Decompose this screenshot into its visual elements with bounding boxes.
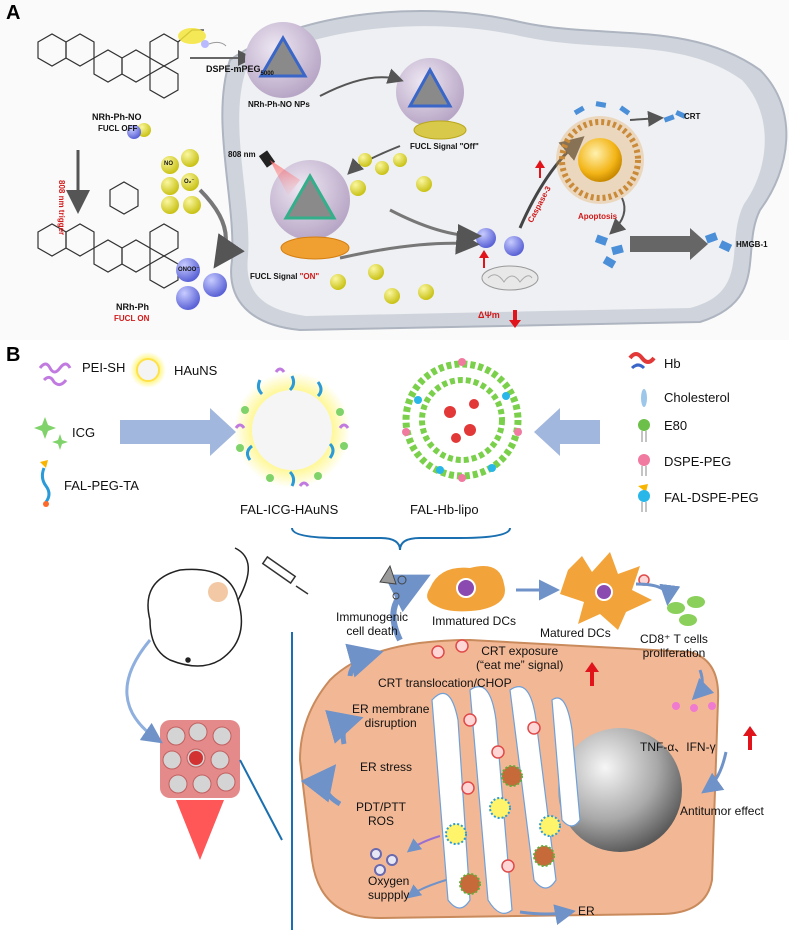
- hmgb-release-arrow: [630, 228, 708, 260]
- t-cells: [667, 596, 705, 626]
- crt-particles: [431, 574, 650, 873]
- legend-dspe-peg: DSPE-PEG: [664, 454, 732, 469]
- increase-markers: [479, 160, 757, 750]
- apoptosis-label: Apoptosis: [578, 212, 618, 221]
- fucl-on-label: FUCL ON: [114, 314, 150, 323]
- hmgb-markers: [594, 232, 733, 269]
- syringe-icon: [261, 555, 309, 595]
- er-network: [431, 686, 581, 914]
- antitumor-label: Antitumor effect: [680, 804, 764, 818]
- panel-b-letter: B: [6, 344, 21, 366]
- np-in-cell: [445, 765, 561, 895]
- e80-icon: [638, 419, 650, 442]
- mitochondrion-icon: [481, 265, 539, 291]
- np2-label: FAL-Hb-lipo: [410, 502, 479, 517]
- assembly-arrow: [120, 408, 236, 456]
- laser-label: 808 nm: [228, 150, 256, 159]
- cholesterol-icon: [641, 389, 647, 407]
- species-no-cluster: [161, 149, 201, 214]
- molecule-top-label: NRh-Ph-NO: [92, 112, 142, 122]
- species-o2-label: O₂⁻: [184, 179, 195, 185]
- species-onoo-cluster: [176, 258, 227, 310]
- crt-markers: [573, 101, 687, 123]
- oxygen-bubbles: [370, 848, 398, 876]
- immatured-dcs-label: Immatured DCs: [432, 614, 517, 628]
- legend-icg: ICG: [72, 425, 96, 440]
- np-sphere-1: [245, 22, 321, 98]
- cytokines-label: TNF-α、IFN-γ: [640, 740, 716, 754]
- nps-label: NRh-Ph-NO NPs: [248, 100, 310, 109]
- hb-icon: [628, 352, 656, 370]
- legend-hb: Hb: [664, 356, 681, 371]
- legend-e80: E80: [664, 418, 688, 433]
- legend-pei-sh: PEI-SH: [82, 360, 126, 375]
- legend-hauns: HAuNS: [174, 363, 218, 378]
- laser-device: [258, 150, 276, 168]
- fal-dspe-peg-icon: [638, 484, 650, 512]
- assembly-arrow-right: [534, 408, 600, 456]
- trigger-label: 808 nm trigger: [57, 180, 66, 236]
- reagent-label: DSPE-mPEG5000: [206, 64, 274, 77]
- delta-psi-label: ΔΨm: [478, 310, 500, 320]
- merge-bracket: [291, 527, 511, 551]
- fucl-off-label: FUCL OFF: [98, 124, 138, 133]
- no-group-highlight: [178, 28, 206, 44]
- matured-dc: [560, 552, 652, 630]
- peg-icon: [201, 40, 209, 48]
- dead-cell-icon: [379, 564, 407, 600]
- species-onoo-label: ONOO⁻: [178, 267, 200, 273]
- legend-cholesterol: Cholesterol: [664, 390, 730, 405]
- immatured-dc: [427, 566, 505, 612]
- legend-fal-dspe-peg: FAL-DSPE-PEG: [664, 490, 759, 505]
- fal-peg-ta-icon: [40, 460, 51, 507]
- crt-label: CRT: [684, 112, 701, 121]
- crt-exposure-label: CRT exposure(“eat me” signal): [476, 644, 564, 672]
- np-sphere-2: [396, 58, 467, 140]
- decrease-marker: [509, 310, 521, 328]
- icg-icon: [34, 417, 68, 450]
- crt-translocation-label: CRT translocation/CHOP: [378, 676, 512, 690]
- np1-label: FAL-ICG-HAuNS: [240, 502, 339, 517]
- tumor-tissue: [160, 720, 240, 798]
- apoptotic-cell: [556, 116, 644, 204]
- hmgb-label: HMGB-1: [736, 240, 768, 249]
- dspe-peg-icon: [638, 454, 650, 476]
- laser-beam: [270, 160, 300, 196]
- fal-hb-lipo-np: [402, 358, 522, 482]
- fal-icg-hauns-np: [234, 367, 350, 488]
- signal-on-label: FUCL Signal "ON": [250, 272, 320, 281]
- molecule-bottom-structure: [37, 181, 179, 289]
- panel-a-letter: A: [6, 2, 21, 24]
- er-label: ER: [578, 904, 595, 918]
- nucleus: [558, 728, 682, 852]
- o2-ball-icon: [127, 125, 141, 139]
- matured-dcs-label: Matured DCs: [540, 626, 611, 640]
- pei-sh-icon: [38, 362, 72, 374]
- caspase-arrow: [518, 136, 585, 229]
- er-stress-label: ER stress: [360, 760, 413, 774]
- legend-fal-peg-ta: FAL-PEG-TA: [64, 478, 139, 493]
- species-no-label: NO: [164, 161, 173, 167]
- molecule-bottom-label: NRh-Ph: [116, 302, 149, 312]
- mouse-icon: [147, 547, 250, 667]
- cytokines: [672, 702, 716, 712]
- signal-off-label: FUCL Signal "Off": [410, 142, 479, 151]
- laser-cone: [176, 800, 224, 860]
